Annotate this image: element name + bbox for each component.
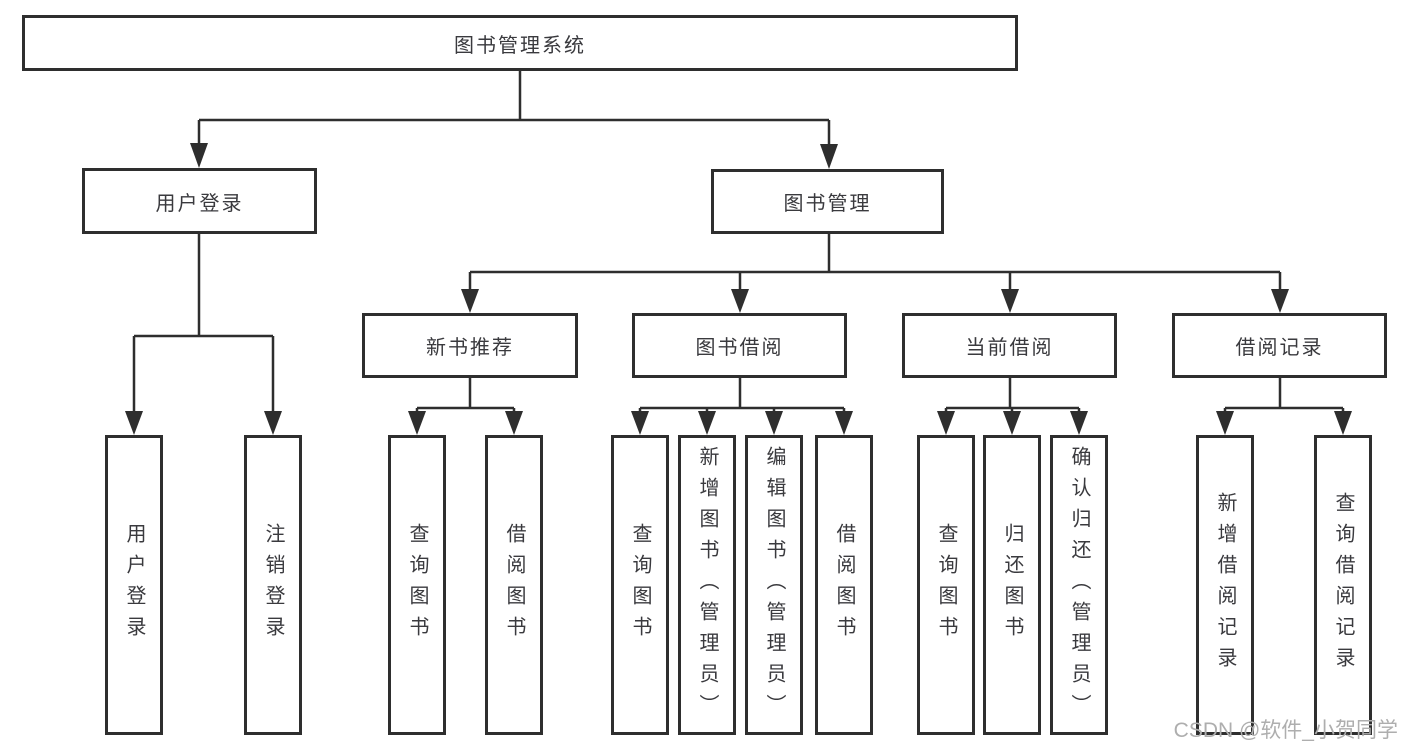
- node-new-book-recommend-label: 新书推荐: [426, 337, 514, 359]
- leaf-logout-label: 注销登录: [262, 523, 284, 647]
- leaf-borrow-books-recommend-label: 借阅图书: [503, 523, 525, 647]
- node-book-borrowing: 图书借阅: [632, 313, 847, 378]
- watermark-text: CSDN @软件_小贺同学: [1173, 719, 1398, 742]
- leaf-borrow-books-borrowing: 借阅图书: [815, 435, 873, 735]
- node-borrowing-records-label: 借阅记录: [1235, 337, 1324, 359]
- node-book-management: 图书管理: [711, 169, 944, 234]
- leaf-user-login-label: 用户登录: [123, 523, 145, 647]
- leaf-return-books-label: 归还图书: [1001, 523, 1023, 647]
- leaf-query-books-borrowing: 查询图书: [611, 435, 669, 735]
- leaf-edit-book-admin-label: 编辑图书（管理员）: [763, 445, 785, 725]
- node-root-label: 图书管理系统: [454, 34, 586, 57]
- leaf-query-books-current-label: 查询图书: [935, 523, 957, 647]
- leaf-add-borrow-record-label: 新增借阅记录: [1214, 492, 1236, 678]
- leaf-borrow-books-recommend: 借阅图书: [485, 435, 543, 735]
- node-new-book-recommend: 新书推荐: [362, 313, 578, 378]
- node-borrowing-records: 借阅记录: [1172, 313, 1387, 378]
- leaf-add-book-admin: 新增图书（管理员）: [678, 435, 736, 735]
- leaf-confirm-return-admin-label: 确认归还（管理员）: [1068, 445, 1090, 725]
- leaf-user-login: 用户登录: [105, 435, 163, 735]
- node-current-borrowing: 当前借阅: [902, 313, 1117, 378]
- leaf-add-borrow-record: 新增借阅记录: [1196, 435, 1254, 735]
- leaf-query-books-recommend: 查询图书: [388, 435, 446, 735]
- node-current-borrowing-label: 当前借阅: [965, 337, 1054, 359]
- node-root: 图书管理系统: [22, 15, 1018, 71]
- leaf-query-borrow-record: 查询借阅记录: [1314, 435, 1372, 735]
- node-user-login: 用户登录: [82, 168, 317, 234]
- node-book-management-label: 图书管理: [783, 193, 872, 215]
- node-user-login-label: 用户登录: [155, 192, 244, 215]
- leaf-add-book-admin-label: 新增图书（管理员）: [696, 445, 718, 725]
- leaf-edit-book-admin: 编辑图书（管理员）: [745, 435, 803, 735]
- node-book-borrowing-label: 图书借阅: [695, 337, 784, 359]
- leaf-query-borrow-record-label: 查询借阅记录: [1332, 492, 1354, 678]
- leaf-query-books-borrowing-label: 查询图书: [629, 523, 651, 647]
- leaf-confirm-return-admin: 确认归还（管理员）: [1050, 435, 1108, 735]
- leaf-logout: 注销登录: [244, 435, 302, 735]
- leaf-query-books-current: 查询图书: [917, 435, 975, 735]
- leaf-borrow-books-borrowing-label: 借阅图书: [833, 523, 855, 647]
- leaf-query-books-recommend-label: 查询图书: [406, 523, 428, 647]
- leaf-return-books: 归还图书: [983, 435, 1041, 735]
